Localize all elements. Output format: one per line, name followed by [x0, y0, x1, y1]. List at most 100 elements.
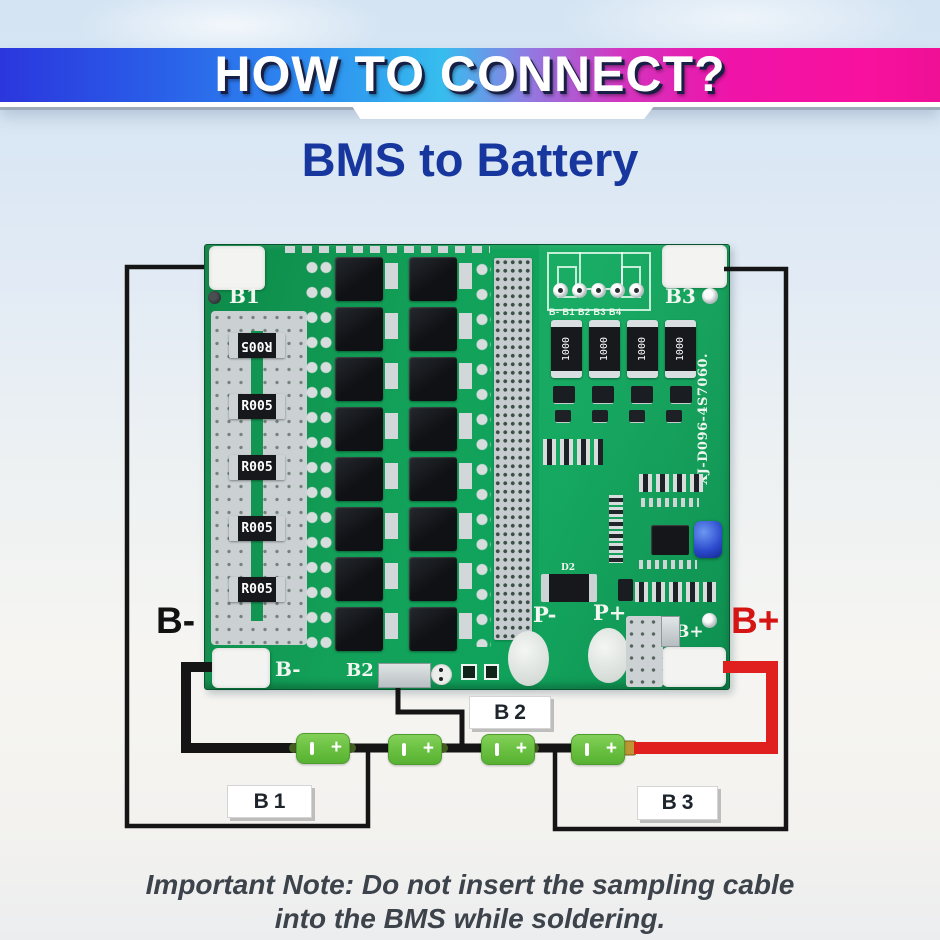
mosfet	[335, 257, 383, 301]
mosfet	[409, 607, 457, 651]
board-hole-silver	[702, 288, 718, 304]
shunt-resistor: R005	[229, 516, 285, 541]
silkscreen-p-plus: P+	[593, 600, 627, 625]
perforated-tinned-strip	[494, 258, 532, 640]
mosfet	[409, 507, 457, 551]
transistor	[629, 410, 645, 422]
transistor	[592, 410, 608, 422]
label-box-b3: B3	[637, 786, 718, 820]
balance-resistor-label: 1000	[599, 336, 610, 362]
balance-resistor-label: 1000	[637, 336, 648, 362]
mosfet	[409, 357, 457, 401]
shunt-resistor: R005	[229, 577, 285, 602]
passive-cluster	[543, 439, 603, 465]
mosfet	[409, 407, 457, 451]
shunt-resistor: R005	[229, 394, 285, 419]
balance-resistor: 1000	[589, 320, 620, 378]
battery-cell-2: +	[388, 734, 442, 765]
shunt-resistor: R005	[229, 333, 285, 358]
connector-hole	[629, 283, 644, 298]
resistor-row	[635, 582, 719, 602]
tinned-patch-bottom	[626, 616, 663, 687]
balance-resistor: 1000	[627, 320, 658, 378]
label-box-b2: B2	[469, 696, 551, 729]
header-banner: HOW TO CONNECT?	[0, 46, 940, 107]
top-edge-pads	[285, 246, 490, 253]
silkscreen-d2: D2	[561, 563, 576, 573]
balance-connector-outline	[547, 252, 651, 311]
battery-plus-mark: +	[330, 736, 342, 758]
diode-d2	[541, 574, 597, 602]
note-line-2: into the BMS while soldering.	[274, 903, 666, 934]
balance-resistor-row: 1000 1000 1000 1000	[551, 320, 696, 378]
transistor	[555, 410, 571, 422]
mosfet	[409, 457, 457, 501]
shunt-resistor-label: R005	[241, 460, 273, 475]
mosfet	[335, 607, 383, 651]
p-plus-pad-oval	[588, 628, 629, 683]
transistor	[553, 386, 575, 403]
shunt-resistor-label: R005	[241, 582, 273, 597]
silkscreen-b1: B1	[229, 284, 260, 308]
transistor-row	[553, 386, 692, 403]
page-subtitle: BMS to Battery	[301, 133, 639, 186]
mosfet	[335, 457, 383, 501]
p-minus-pad-oval	[508, 631, 549, 686]
resistor-row	[639, 474, 705, 492]
battery-cell-4: +	[571, 734, 625, 765]
label-b-minus: B-	[156, 600, 196, 641]
banner-tab-decoration	[352, 107, 654, 119]
shunt-resistor-label: R005	[241, 521, 273, 536]
board-hole	[208, 291, 221, 304]
transistor-row	[555, 410, 682, 422]
transistor	[670, 386, 692, 403]
mosfet	[335, 357, 383, 401]
important-note: Important Note: Do not insert the sampli…	[0, 868, 940, 936]
silkscreen-p-minus: P-	[533, 602, 557, 627]
mounting-hole	[431, 664, 452, 685]
battery-minus-mark	[402, 743, 406, 756]
transistor	[592, 386, 614, 403]
battery-plus-mark: +	[422, 737, 434, 759]
banner-title: HOW TO CONNECT?	[214, 46, 726, 102]
battery-minus-mark	[585, 743, 589, 756]
mosfet	[409, 307, 457, 351]
shunt-resistor: R005	[229, 455, 285, 480]
mosfet	[409, 257, 457, 301]
small-transistor	[618, 579, 633, 601]
connector-hole	[610, 283, 625, 298]
label-box-b1: B1	[227, 785, 312, 818]
battery-cell-3: +	[481, 734, 535, 765]
solder-pad-b-minus	[212, 648, 270, 688]
solder-pad-b3	[662, 245, 727, 288]
connector-holes	[553, 283, 644, 298]
mosfet	[335, 307, 383, 351]
battery-minus-mark	[310, 742, 314, 755]
balance-resistor-label: 1000	[561, 336, 572, 362]
blue-capacitor	[694, 521, 722, 558]
board-model-number: XJ-D096-4S7060.	[696, 352, 711, 485]
battery-cell-1: +	[296, 733, 350, 764]
balance-resistor: 1000	[665, 320, 696, 378]
mosfet	[409, 557, 457, 601]
board-hole-silver	[702, 613, 717, 628]
transistor	[666, 410, 682, 422]
mosfet-column-1	[335, 257, 383, 651]
mosfet	[335, 557, 383, 601]
mosfet	[335, 407, 383, 451]
ic-pin-row	[639, 560, 697, 569]
ic-pin-row	[641, 498, 699, 507]
battery-plus-mark: +	[515, 737, 527, 759]
pad-column	[305, 255, 333, 651]
battery-plus-mark: +	[605, 737, 617, 759]
mosfet-column-2	[409, 257, 457, 651]
b2-solder-pad	[378, 663, 431, 688]
connector-hole	[553, 283, 568, 298]
connector-hole	[591, 283, 606, 298]
b-plus-small-pad	[661, 616, 680, 647]
resistor-column	[609, 495, 623, 563]
silkscreen-marks	[461, 664, 499, 680]
balance-resistor-label: 1000	[675, 336, 686, 362]
silkscreen-b-minus: B-	[275, 657, 301, 681]
battery-minus-mark	[495, 743, 499, 756]
